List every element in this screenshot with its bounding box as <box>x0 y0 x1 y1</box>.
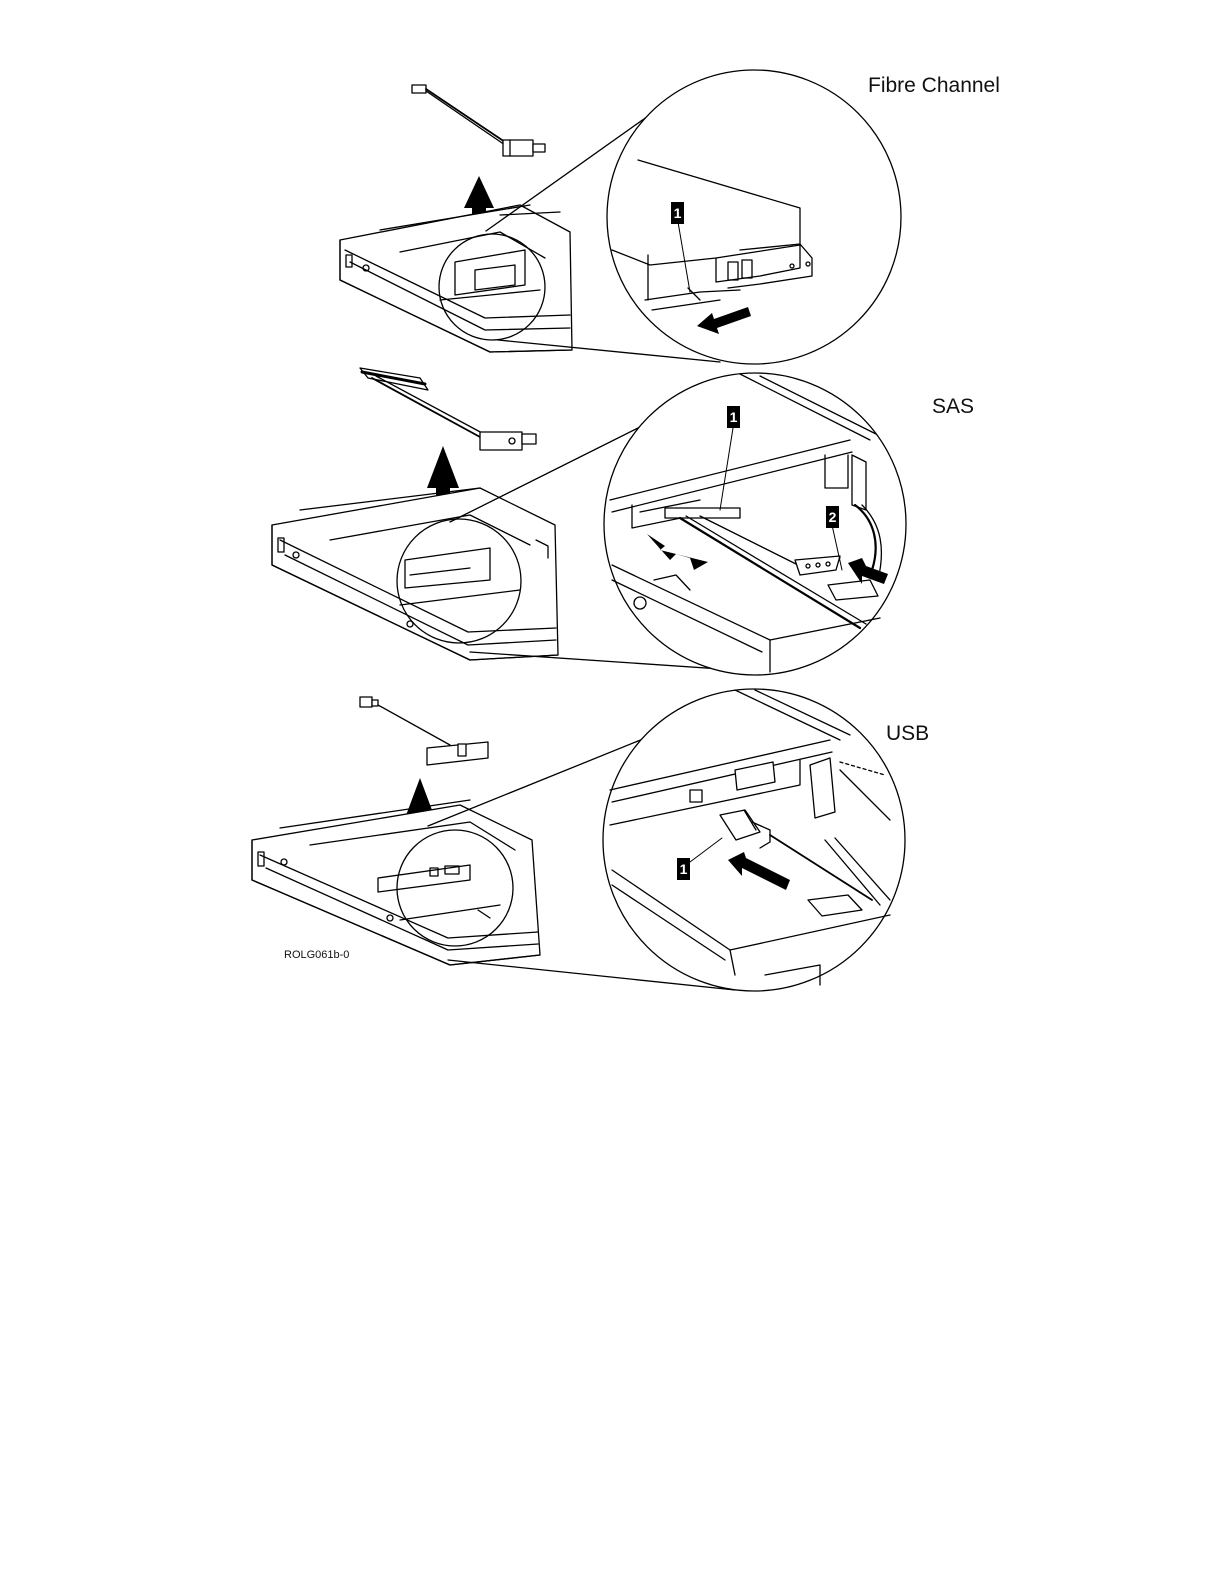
usb-label: USB <box>886 722 929 746</box>
fibre-channel-panel <box>340 70 901 364</box>
fibre-magnified-detail-circle <box>607 70 901 364</box>
sas-label: SAS <box>932 395 974 419</box>
cable-removal-figure: Fibre Channel SAS USB 1 1 2 1 ROLG061b-0 <box>0 0 1224 1010</box>
sas-callout-1: 1 <box>727 406 740 428</box>
sas-cable-drawing <box>360 368 536 450</box>
figure-id-label: ROLG061b-0 <box>284 949 349 961</box>
usb-panel <box>252 689 905 991</box>
sas-callout-2: 2 <box>826 506 839 528</box>
usb-chassis-drawing <box>252 800 540 965</box>
fibre-callout-1: 1 <box>671 202 684 224</box>
fibre-chassis-drawing <box>340 205 572 352</box>
usb-magnified-detail-circle <box>603 689 905 991</box>
fibre-cable-drawing <box>412 85 545 156</box>
diagram-canvas <box>0 0 1224 1010</box>
sas-chassis-drawing <box>272 488 558 660</box>
fibre-channel-label: Fibre Channel <box>868 74 1000 98</box>
usb-callout-1: 1 <box>677 858 690 880</box>
sas-panel <box>272 368 906 675</box>
usb-cable-drawing <box>360 697 488 765</box>
